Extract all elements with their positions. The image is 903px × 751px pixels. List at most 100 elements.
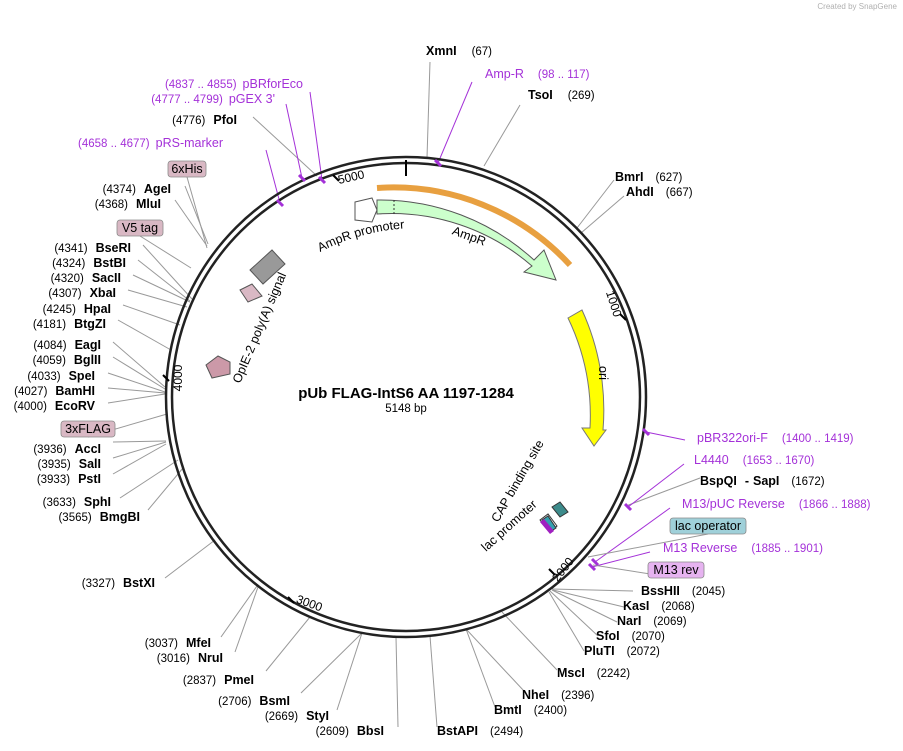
enzyme-leader-line bbox=[465, 628, 525, 692]
enzyme-label-msci: MscI(2242) bbox=[557, 666, 630, 680]
primer-position: (4777 .. 4799) bbox=[151, 94, 223, 106]
enzyme-label-bsshii: BssHII(2045) bbox=[641, 584, 725, 598]
cap-binding-feature bbox=[551, 501, 569, 518]
enzyme-position: (2072) bbox=[627, 646, 660, 658]
primer-position: (1885 .. 1901) bbox=[751, 543, 823, 555]
enzyme-name: BbsI bbox=[357, 724, 384, 738]
enzyme-label-eagi: (4084)EagI bbox=[33, 338, 101, 352]
enzyme-label-tsoi: TsoI(269) bbox=[528, 88, 595, 102]
enzyme-name: XbaI bbox=[90, 286, 116, 300]
enzyme-position: (2069) bbox=[653, 616, 686, 628]
tag-3xflag: 3xFLAG bbox=[60, 420, 116, 438]
enzyme-position: (4084) bbox=[33, 340, 66, 352]
enzyme-position: (2706) bbox=[218, 696, 251, 708]
enzyme-name: BspQI bbox=[700, 474, 737, 488]
enzyme-leader-line bbox=[142, 244, 193, 300]
primer-site-mark bbox=[641, 427, 651, 437]
primer-site-mark bbox=[297, 173, 307, 183]
backbone-outer bbox=[164, 155, 648, 639]
enzyme-label-sphi: (3633)SphI bbox=[43, 495, 111, 509]
enzyme-name: BamHI bbox=[55, 384, 95, 398]
primer-leader-line bbox=[645, 431, 686, 441]
3xflag-feature bbox=[205, 355, 231, 379]
enzyme-leader-line bbox=[112, 440, 167, 443]
enzyme-name: AgeI bbox=[144, 182, 171, 196]
enzyme-label-spei: (4033)SpeI bbox=[27, 369, 95, 383]
enzyme-name-2: SapI bbox=[753, 474, 779, 488]
enzyme-name: BstXI bbox=[123, 576, 155, 590]
primer-label-pbrforeco: (4837 .. 4855)pBRforEco bbox=[165, 77, 303, 91]
primer-name: M13/pUC Reverse bbox=[682, 497, 785, 511]
primer-leader-line bbox=[437, 81, 473, 164]
enzyme-label-acci: (3936) AccI bbox=[33, 442, 101, 456]
enzyme-name: SalI bbox=[79, 457, 101, 471]
enzyme-leader-line bbox=[483, 104, 521, 167]
enzyme-leader-line bbox=[625, 477, 701, 507]
enzyme-position: (3565) bbox=[58, 512, 91, 524]
tag-label: M13 rev bbox=[653, 563, 699, 577]
enzyme-position: (3016) bbox=[157, 653, 190, 665]
enzyme-label-pfoi: (4776)PfoI bbox=[172, 113, 237, 127]
tag-box bbox=[647, 561, 705, 579]
enzyme-position: (2400) bbox=[534, 705, 567, 717]
enzyme-leader-line bbox=[576, 179, 615, 229]
enzyme-label-pluti: PluTI(2072) bbox=[584, 644, 660, 658]
tag-label: lac operator bbox=[675, 519, 741, 533]
enzyme-position: (4059) bbox=[33, 355, 66, 367]
enzyme-position: (2837) bbox=[183, 675, 216, 687]
tag-lac-operator: lac operator bbox=[669, 517, 747, 535]
enzyme-leader-line bbox=[112, 356, 166, 390]
ampr-promoter-label: AmpR promoter bbox=[315, 217, 405, 254]
enzyme-position: (269) bbox=[568, 90, 595, 102]
enzyme-leader-line bbox=[429, 635, 438, 728]
enzyme-name: BseRI bbox=[96, 241, 131, 255]
enzyme-position: (2494) bbox=[490, 726, 523, 738]
enzyme-position: (4374) bbox=[103, 184, 136, 196]
enzyme-position: (4341) bbox=[54, 243, 87, 255]
primer-label-l4440: L4440(1653 .. 1670) bbox=[694, 453, 815, 467]
enzyme-position: (2070) bbox=[632, 631, 665, 643]
enzyme-leader-line bbox=[132, 274, 191, 303]
enzyme-label-styi: (2669)StyI bbox=[265, 709, 329, 723]
enzyme-leader-line bbox=[220, 585, 258, 638]
enzyme-label-nhei: NheI(2396) bbox=[522, 688, 595, 702]
primer-leader-line bbox=[309, 91, 323, 181]
enzyme-label-xmni: XmnI(67) bbox=[426, 44, 492, 58]
enzyme-leader-line bbox=[137, 259, 191, 302]
tag-leader-line bbox=[139, 235, 192, 269]
plasmid-length: 5148 bp bbox=[385, 403, 427, 415]
primer-leader-line bbox=[591, 551, 651, 568]
primer-site-mark bbox=[275, 198, 285, 208]
enzyme-label-bmti: BmtI(2400) bbox=[494, 703, 567, 717]
enzyme-name: XmnI bbox=[426, 44, 457, 58]
tag-label: V5 tag bbox=[122, 221, 158, 235]
enzyme-name: NruI bbox=[198, 651, 223, 665]
enzyme-label-bstxi: (3327)BstXI bbox=[82, 576, 155, 590]
enzyme-label-bmgbi: (3565)BmgBI bbox=[58, 510, 140, 524]
enzyme-label-bspqi: BspQI-SapI(1672) bbox=[700, 474, 825, 488]
enzyme-position: (4320) bbox=[51, 273, 84, 285]
tag-label: 6xHis bbox=[171, 162, 202, 176]
enzyme-name: MluI bbox=[136, 197, 161, 211]
primer-name: pBR322ori-F bbox=[697, 431, 768, 445]
enzyme-label-btgzi: (4181)BtgZI bbox=[33, 317, 106, 331]
enzyme-name: AccI bbox=[75, 442, 101, 456]
enzyme-label-hpai: (4245)HpaI bbox=[43, 302, 111, 316]
primer-position: (1653 .. 1670) bbox=[743, 455, 815, 467]
enzyme-position: (2396) bbox=[561, 690, 594, 702]
enzyme-position: (2242) bbox=[597, 668, 630, 680]
primer-label-m13-reverse: M13 Reverse(1885 .. 1901) bbox=[663, 541, 823, 555]
enzyme-position: (3935) bbox=[38, 459, 71, 471]
enzyme-name: HpaI bbox=[84, 302, 111, 316]
enzyme-name: SphI bbox=[84, 495, 111, 509]
enzyme-leader-line bbox=[112, 441, 167, 459]
tick-mark bbox=[332, 174, 340, 182]
enzyme-leader-line bbox=[501, 611, 558, 671]
enzyme-position: (3936) bbox=[33, 444, 66, 456]
tag-v5-tag: V5 tag bbox=[116, 219, 164, 237]
primer-site-mark bbox=[587, 562, 597, 572]
enzyme-dash: - bbox=[745, 474, 749, 488]
enzyme-position: (3037) bbox=[145, 638, 178, 650]
enzyme-label-sacii: (4320)SacII bbox=[51, 271, 121, 285]
